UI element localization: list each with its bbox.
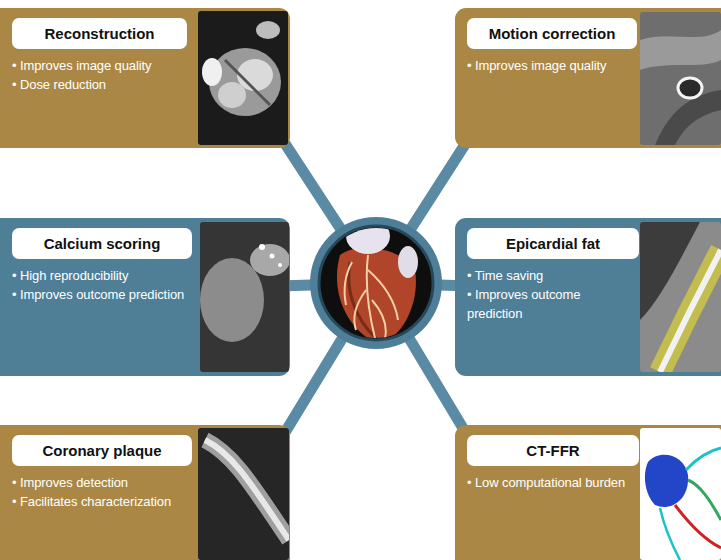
panel-title: Motion correction bbox=[467, 18, 637, 49]
feature-panel: Coronary plaque • Improves detection• Fac… bbox=[0, 425, 290, 560]
panel-title: Coronary plaque bbox=[12, 435, 192, 466]
feature-panel: Calcium scoring • High reproducibility• I… bbox=[0, 218, 290, 376]
bullet-point: • Facilitates characterization bbox=[12, 493, 192, 512]
feature-panel: CT-FFR • Low computational burden bbox=[455, 425, 721, 560]
bullet-point: • Time saving bbox=[467, 267, 639, 286]
panel-title: Calcium scoring bbox=[12, 228, 192, 259]
panel-title: Reconstruction bbox=[12, 18, 187, 49]
artery bbox=[372, 300, 386, 342]
feature-panel: Motion correction • Improves image qualit… bbox=[455, 8, 721, 148]
bullet-point: • Improves detection bbox=[12, 474, 192, 493]
coronary-arteries bbox=[345, 255, 398, 342]
panel-title: CT-FFR bbox=[467, 435, 639, 466]
text-column: Coronary plaque • Improves detection• Fac… bbox=[12, 435, 192, 512]
bullet-point: • Improves image quality bbox=[12, 57, 187, 76]
heart-picture bbox=[337, 218, 418, 345]
artery bbox=[345, 262, 352, 305]
bullet-point: • Improves image quality bbox=[467, 57, 637, 76]
hub-ring bbox=[310, 217, 442, 349]
bullet-point: • Improves outcome prediction bbox=[12, 286, 192, 305]
bullet-point: • Dose reduction bbox=[12, 76, 187, 95]
panel-title: Epicardial fat bbox=[467, 228, 639, 259]
feature-panel: Reconstruction • Improves image quality• … bbox=[0, 8, 290, 148]
bullet-point: • Improves outcome prediction bbox=[467, 286, 639, 324]
text-column: Calcium scoring • High reproducibility• I… bbox=[12, 228, 192, 305]
text-column: Epicardial fat • Time saving• Improves ou… bbox=[467, 228, 639, 324]
text-column: Motion correction • Improves image qualit… bbox=[467, 18, 637, 76]
bullet-point: • High reproducibility bbox=[12, 267, 192, 286]
bullet-point: • Low computational burden bbox=[467, 474, 639, 493]
text-column: CT-FFR • Low computational burden bbox=[467, 435, 639, 493]
feature-panel: Epicardial fat • Time saving• Improves ou… bbox=[455, 218, 721, 376]
text-column: Reconstruction • Improves image quality• … bbox=[12, 18, 187, 95]
aorta bbox=[346, 218, 390, 254]
artery bbox=[367, 255, 375, 338]
artery bbox=[368, 270, 398, 320]
pulmonary-vessel bbox=[398, 246, 418, 278]
artery bbox=[354, 290, 366, 330]
